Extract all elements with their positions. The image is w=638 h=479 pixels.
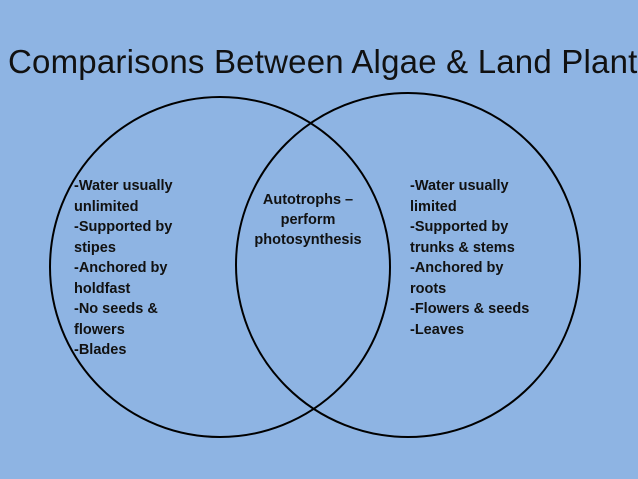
shared-traits-text: Autotrophs – perform photosynthesis [248,190,368,250]
algae-trait-line: -No seeds & [74,301,158,317]
land-plant-trait-line: limited [410,198,457,215]
land-plant-trait-line: -Water usually [410,178,509,194]
land-plant-trait-line: roots [410,280,447,297]
algae-trait-line: holdfast [74,280,131,297]
land-plant-traits-list: -Water usually limited -Supported by tru… [410,176,550,340]
land-plant-trait-line: -Supported by [410,219,509,235]
land-plant-trait-line: -Leaves [410,321,465,338]
shared-trait-line: photosynthesis [254,232,362,248]
land-plant-trait-line: trunks & stems [410,239,515,256]
algae-trait-line: unlimited [74,198,139,215]
land-plant-trait-line: -Flowers & seeds [410,301,530,317]
shared-trait-line: Autotrophs – [262,192,354,208]
algae-trait-line: -Supported by [74,219,173,235]
algae-traits-list: -Water usually unlimited -Supported by s… [74,176,204,361]
land-plant-trait-line: -Anchored by [410,260,504,276]
algae-trait-line: -Water usually [74,178,173,194]
algae-trait-line: -Blades [74,342,127,358]
slide-title: Comparisons Between Algae & Land Plants [8,43,638,80]
algae-trait-line: flowers [74,321,125,338]
right-circle [235,92,581,438]
left-circle [49,96,391,438]
algae-trait-line: stipes [74,239,116,256]
shared-trait-line: perform [280,212,336,228]
algae-trait-line: -Anchored by [74,260,168,276]
